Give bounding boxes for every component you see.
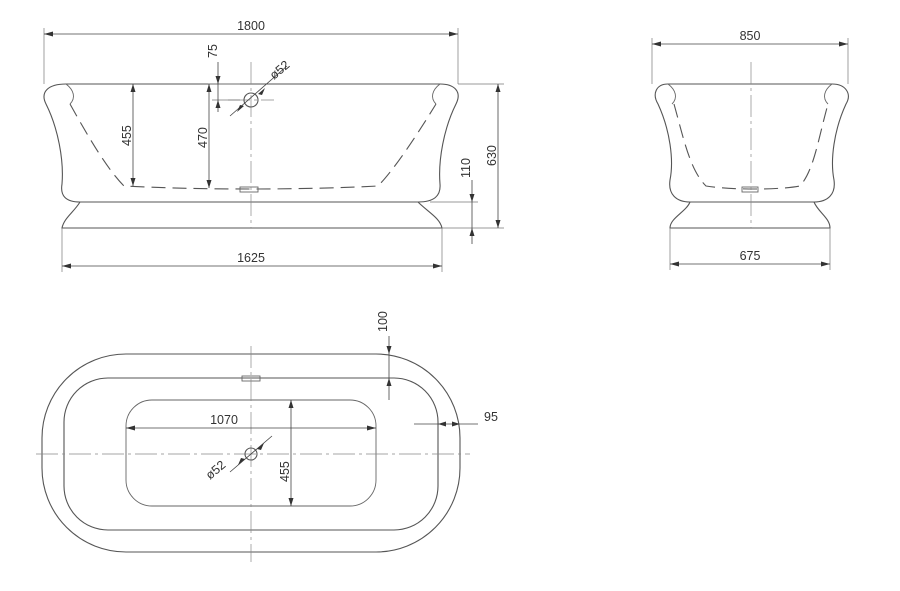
dim-inner-depth: 455	[120, 125, 134, 146]
dim-base-length: 1625	[237, 251, 265, 265]
dim-plinth-height: 110	[459, 158, 473, 178]
dim-waste-diameter-side: ø52	[267, 58, 293, 83]
dim-rim-width: 100	[376, 311, 390, 332]
dim-overall-height: 630	[485, 145, 499, 166]
dim-end-base-width: 675	[740, 249, 761, 263]
dim-rim-to-waste: 75	[206, 44, 220, 58]
dim-rim-offset: 95	[484, 410, 498, 424]
dim-overall-length: 1800	[237, 19, 265, 33]
end-view-plinth	[669, 201, 831, 229]
plan-view-waste	[244, 447, 258, 461]
dim-end-width: 850	[740, 29, 761, 43]
side-view-hidden-inner	[69, 103, 437, 190]
side-view-plinth	[61, 201, 443, 229]
end-view: 850 675	[651, 29, 849, 270]
side-view: 1800 1625 75 ø52 455 470	[43, 19, 504, 272]
dim-waste-height: 470	[196, 127, 210, 148]
dim-floor-width: 455	[278, 461, 292, 482]
plan-view: ø52 1070 455 100 95	[36, 311, 498, 562]
end-view-hidden-inner	[673, 103, 829, 190]
dim-floor-length: 1070	[210, 413, 238, 427]
side-view-overflow-waste	[243, 92, 259, 108]
dim-waste-diameter-plan: ø52	[203, 458, 229, 483]
end-view-outline	[654, 83, 849, 203]
